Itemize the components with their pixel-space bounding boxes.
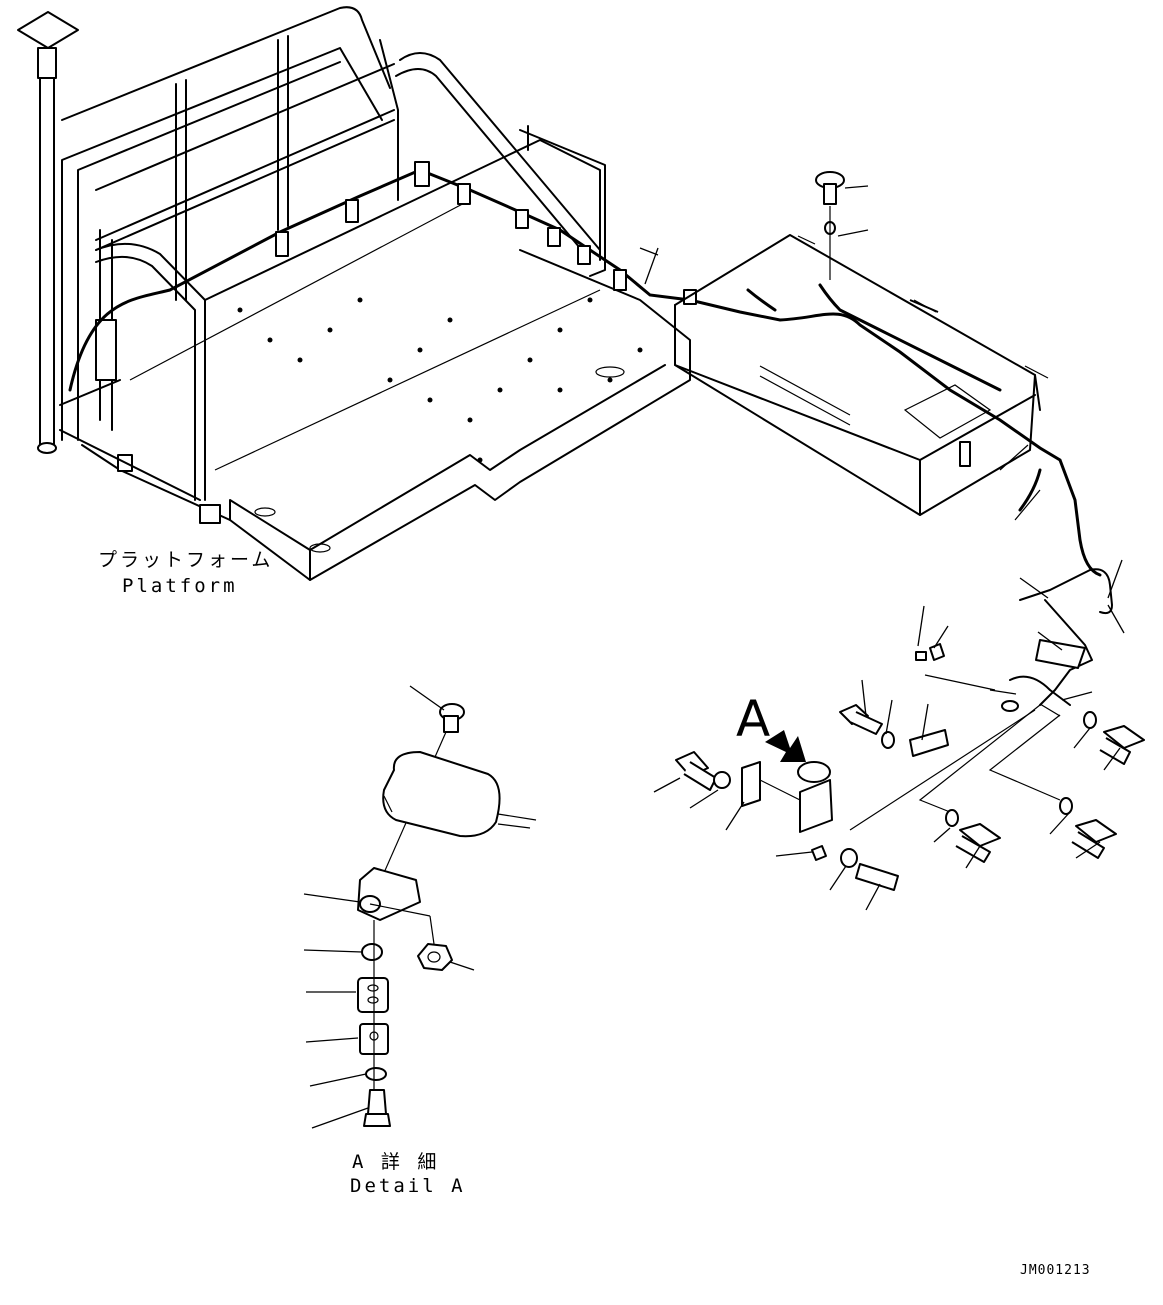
wire-harness	[68, 161, 1102, 577]
detail-a	[303, 685, 537, 1129]
view-arrow	[765, 730, 806, 762]
battery-box	[674, 234, 1049, 521]
battery-bolt	[815, 171, 869, 280]
leader-lines-right	[639, 247, 1125, 911]
platform-label-jp: プラットフォーム	[98, 549, 273, 571]
bracket-bolts	[839, 704, 1145, 863]
horn-bracket-assembly	[849, 568, 1113, 831]
drawing-code: JM001213	[1020, 1263, 1091, 1278]
platform-label-en: Platform	[122, 575, 238, 597]
horn-unit	[675, 751, 899, 891]
view-marker-label: A	[736, 690, 770, 748]
detail-label-jp: A 詳 細	[352, 1151, 439, 1173]
detail-label-en: Detail A	[350, 1175, 466, 1197]
platform-assembly	[17, 6, 691, 581]
